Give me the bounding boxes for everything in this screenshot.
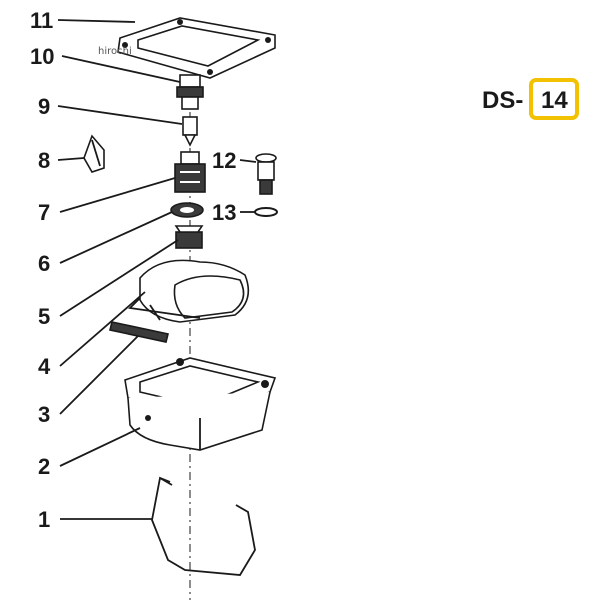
callout-13: 13	[212, 200, 236, 225]
part-1-wire-clip	[151, 476, 256, 576]
part-11-gasket	[117, 17, 276, 79]
callout-9: 9	[38, 94, 50, 119]
part-4-float	[128, 259, 250, 323]
callout-7: 7	[38, 200, 50, 225]
part-5-hex-plug	[174, 225, 204, 249]
callout-2: 2	[38, 454, 50, 479]
diagram-code: DS- 14	[482, 78, 579, 120]
part-8-jet	[83, 134, 105, 173]
callout-10: 10	[30, 44, 54, 69]
diagram-code-prefix: DS-	[482, 87, 523, 114]
watermark-text: hirochi	[98, 46, 132, 57]
callout-11: 11	[30, 8, 53, 33]
part-10-valve-seat	[176, 74, 204, 110]
part-9-float-needle	[182, 116, 198, 147]
part-7-jet-holder	[174, 151, 206, 193]
callout-5: 5	[38, 304, 50, 329]
callout-12: 12	[212, 148, 236, 173]
diagram-code-highlight	[529, 78, 579, 120]
diagram-code-number: 14	[541, 87, 568, 114]
part-6-washer	[170, 202, 204, 218]
part-2-float-bowl	[124, 357, 277, 451]
callout-4: 4	[38, 354, 51, 379]
part-3-float-pin	[109, 321, 169, 343]
part-12-pilot-jet	[255, 153, 277, 195]
callout-6: 6	[38, 251, 50, 276]
leader-lines	[57, 19, 257, 520]
part-13-o-ring	[254, 207, 278, 217]
callout-8: 8	[38, 148, 50, 173]
callout-3: 3	[38, 402, 50, 427]
callout-1: 1	[38, 507, 50, 532]
